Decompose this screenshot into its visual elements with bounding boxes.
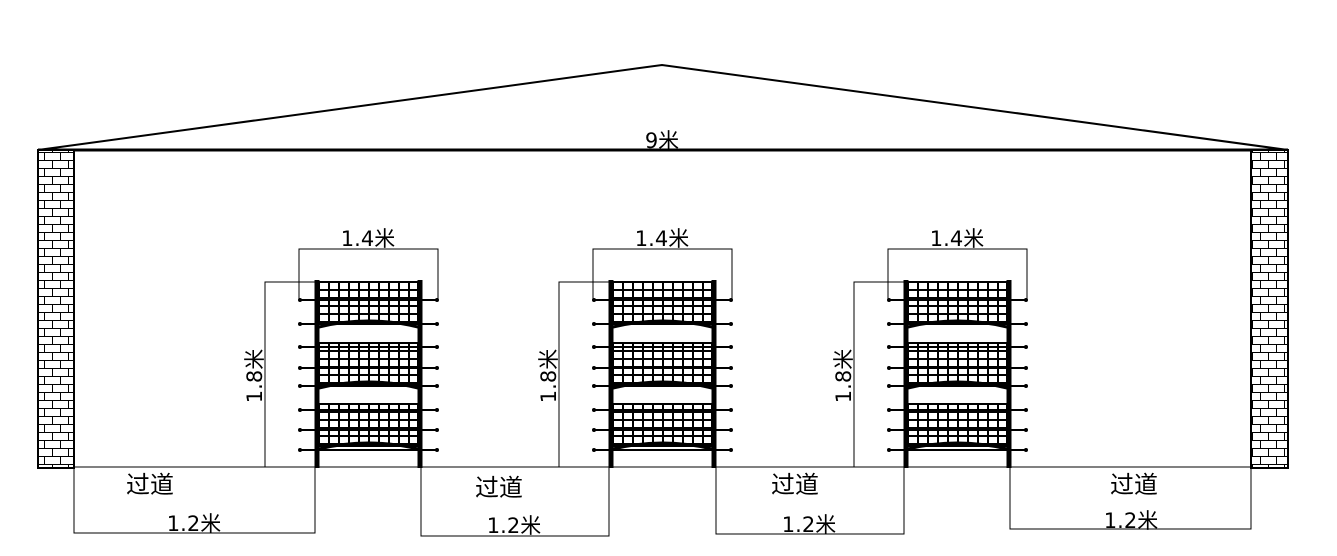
cage-height-label-2: 1.8米: [537, 349, 561, 403]
cage-3-tier-3: [907, 403, 1008, 451]
roof-line: [37, 63, 1289, 151]
cage-3-tier-2: [907, 342, 1008, 390]
aisle-dimension-lines: [73, 467, 1252, 537]
aisle-label-3: 过道: [771, 471, 819, 499]
cage-2-tier-2: [612, 342, 713, 390]
cage-width-label-3: 1.4米: [930, 227, 984, 251]
cage-height-label-3: 1.8米: [832, 349, 856, 403]
cage-width-dimension-3: [887, 248, 1028, 300]
cage-1-tier-3: [318, 403, 419, 451]
aisle-label-2: 过道: [475, 474, 523, 502]
cage-width-label-2: 1.4米: [635, 227, 689, 251]
cage-2-tier-1: [612, 281, 713, 329]
aisle-width-label-2: 1.2米: [487, 514, 541, 538]
cage-height-label-1: 1.8米: [243, 349, 267, 403]
cage-3: 1.4米 1.8米: [832, 227, 1028, 468]
cage-width-label-1: 1.4米: [341, 227, 395, 251]
cage-2-tier-3: [612, 403, 713, 451]
cage-3-tier-1: [907, 281, 1008, 329]
right-brick-wall: [1250, 149, 1289, 469]
aisle-label-1: 过道: [126, 471, 174, 499]
cage-2: 1.4米 1.8米: [537, 227, 733, 468]
cage-height-dimension-3: [853, 281, 905, 467]
cage-1: 1.4米 1.8米: [243, 227, 439, 468]
aisle-width-label-3: 1.2米: [782, 513, 836, 537]
aisle-width-label-4: 1.2米: [1104, 509, 1158, 533]
aisle-width-label-1: 1.2米: [167, 512, 221, 536]
cage-1-tier-2: [318, 342, 419, 390]
cage-width-dimension-1: [298, 248, 439, 300]
aisle-label-4: 过道: [1110, 471, 1158, 499]
cage-height-dimension-2: [558, 281, 610, 467]
left-brick-wall: [37, 149, 75, 469]
cage-1-tier-1: [318, 281, 419, 329]
cage-height-dimension-1: [264, 281, 316, 467]
building-width-label: 9米: [645, 129, 679, 153]
cage-width-dimension-2: [592, 248, 733, 300]
